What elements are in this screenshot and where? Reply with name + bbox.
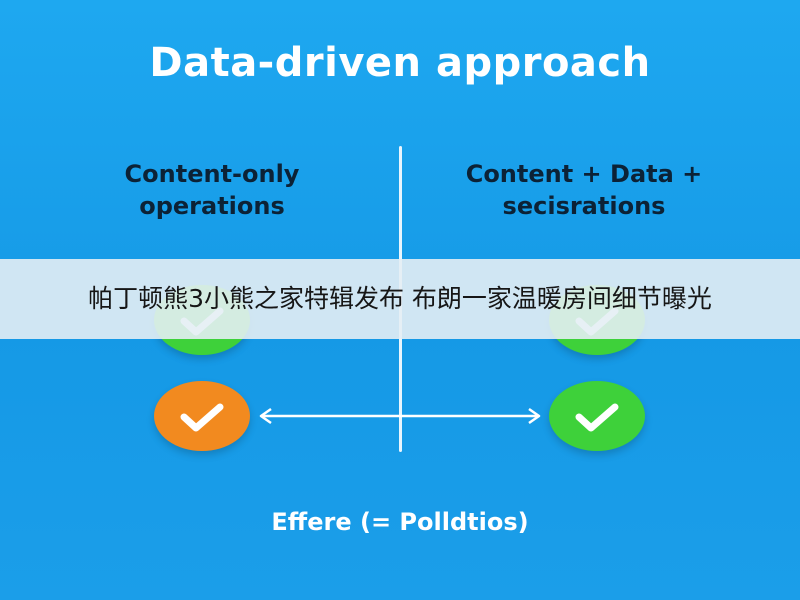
right-heading-line1: Content + Data + xyxy=(465,160,703,188)
bottom-left-check-icon xyxy=(154,381,250,451)
caption-banner-text: 帕丁顿熊3小熊之家特辑发布 布朗一家温暖房间细节曝光 xyxy=(88,284,712,313)
left-column-heading: Content-only operations xyxy=(62,158,362,222)
double-arrow-icon xyxy=(259,407,541,425)
right-heading-line2: secisrations xyxy=(502,192,666,220)
right-column-heading: Content + Data + secisrations xyxy=(434,158,734,222)
left-heading-line2: operations xyxy=(139,192,285,220)
bottom-right-check-icon xyxy=(549,381,645,451)
caption-banner: 帕丁顿熊3小熊之家特辑发布 布朗一家温暖房间细节曝光 xyxy=(0,259,800,339)
footer-caption: Effere (= Polldtios) xyxy=(271,508,529,536)
diagram-title: Data-driven approach xyxy=(149,40,651,86)
left-heading-line1: Content-only xyxy=(124,160,300,188)
